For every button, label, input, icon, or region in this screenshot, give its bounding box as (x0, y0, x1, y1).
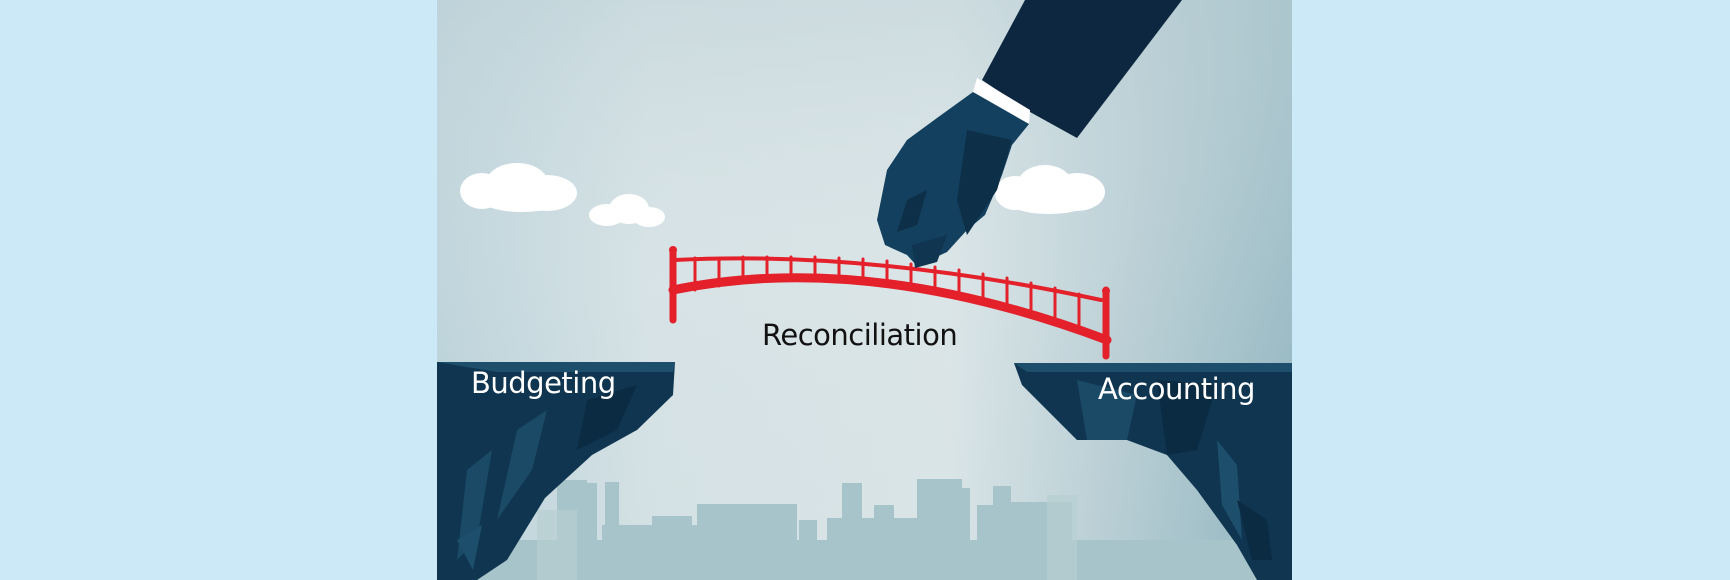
city-skyline-icon (437, 479, 1292, 580)
cloud-icon (995, 165, 1105, 214)
reconciliation-illustration: Budgeting Reconciliation Accounting (437, 0, 1292, 580)
bridge-icon (668, 246, 1112, 360)
accounting-label: Accounting (1098, 372, 1255, 406)
hand-icon (877, 0, 1182, 268)
left-cliff-icon (437, 362, 675, 580)
cloud-icon (589, 194, 665, 227)
scene-graphic (437, 0, 1292, 580)
cloud-icon (460, 163, 577, 212)
budgeting-label: Budgeting (471, 366, 616, 400)
reconciliation-label: Reconciliation (762, 318, 958, 352)
right-cliff-icon (1014, 363, 1292, 580)
